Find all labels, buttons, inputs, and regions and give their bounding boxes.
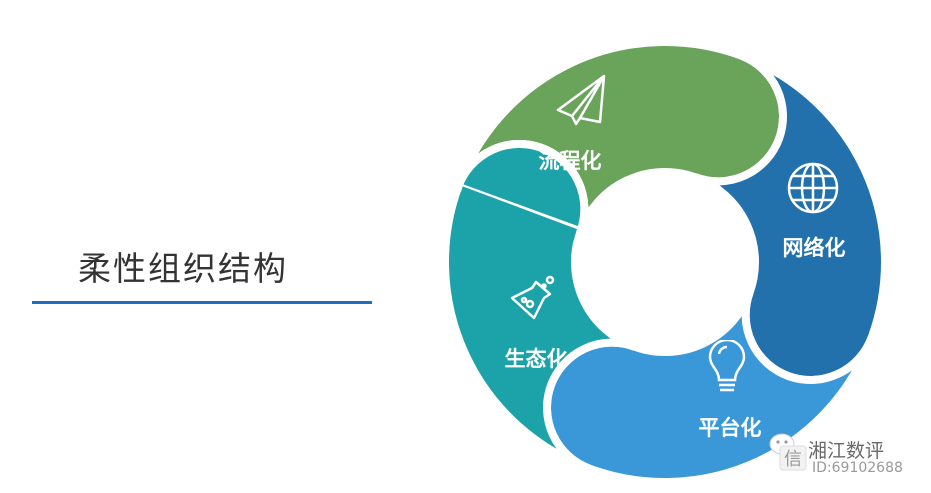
wechat-icon: 信 <box>769 433 807 471</box>
segment-label: 生态化 <box>504 347 568 371</box>
watermark-id: ID:69102688 <box>812 460 903 476</box>
paper-plane-icon <box>556 74 606 126</box>
segment-label: 流程化 <box>538 149 602 173</box>
globe-icon <box>787 162 839 214</box>
segment-label: 平台化 <box>698 416 762 440</box>
page-title: 柔性组织结构 <box>78 249 288 288</box>
flask-icon <box>510 275 555 320</box>
segment-ecosystem-join <box>453 186 577 243</box>
segment-ecosystem-lobe <box>453 140 589 237</box>
segment-label: 网络化 <box>782 236 846 260</box>
svg-text:信: 信 <box>784 449 802 470</box>
light-bulb-icon <box>708 340 746 392</box>
title-underline <box>32 301 372 304</box>
watermark-name: 湘江数评 <box>808 440 885 462</box>
